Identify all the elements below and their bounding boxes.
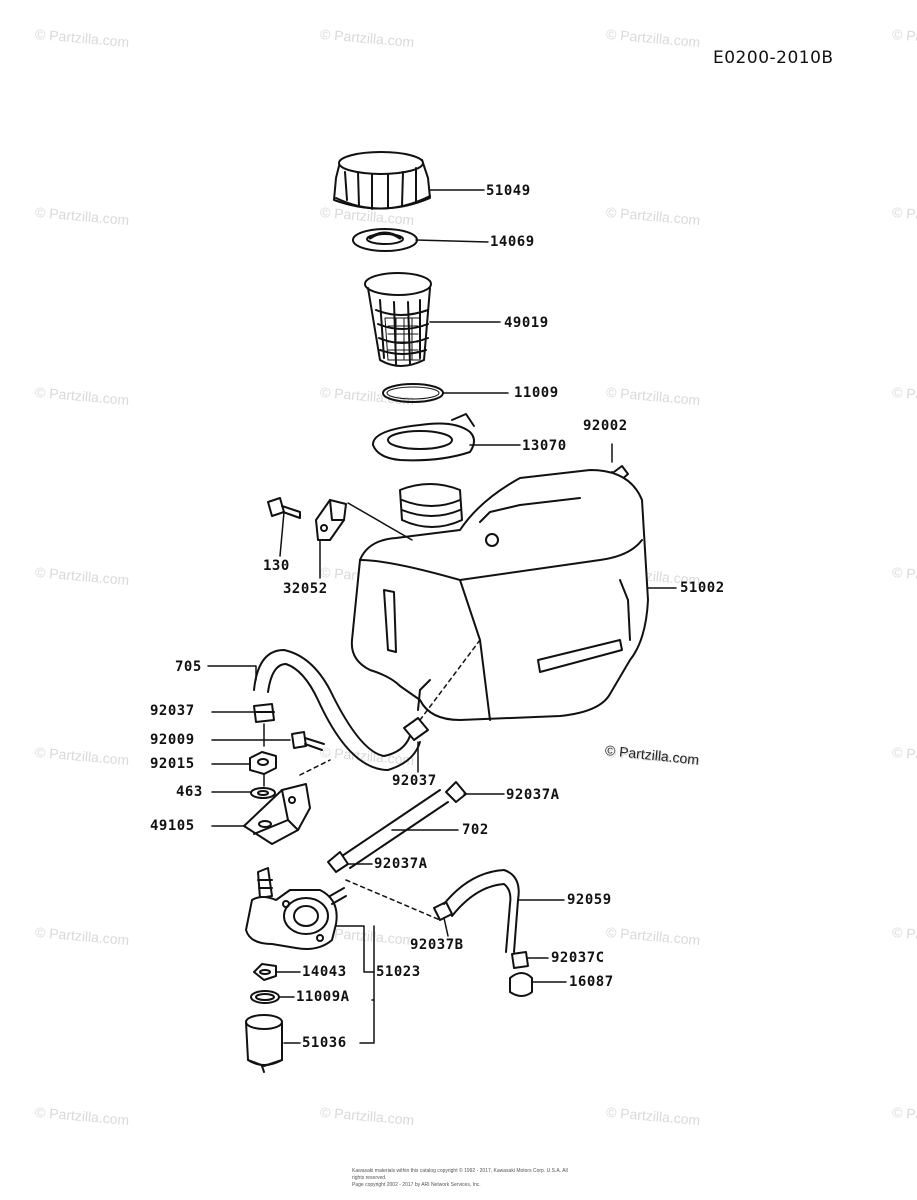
hose-92059-part[interactable]	[443, 869, 520, 953]
part-label-92002[interactable]: 92002	[583, 418, 628, 434]
footer-line-2: Page copyright 2002 - 2017 by ARI Networ…	[352, 1182, 481, 1188]
part-label-92037A-upper[interactable]: 92037A	[506, 787, 560, 803]
part-label-51002[interactable]: 51002	[680, 580, 725, 596]
part-label-11009A[interactable]: 11009A	[296, 989, 350, 1005]
part-label-463[interactable]: 463	[176, 784, 203, 800]
part-label-51049[interactable]: 51049	[486, 183, 531, 199]
cap-gasket-part[interactable]	[352, 228, 418, 252]
part-label-92009[interactable]: 92009	[150, 732, 195, 748]
washer-463-part[interactable]	[250, 787, 276, 799]
part-label-92059[interactable]: 92059	[567, 892, 612, 908]
nut-92015-part[interactable]	[249, 751, 277, 775]
filter-cup-51036-part[interactable]	[245, 1014, 283, 1073]
fuel-tank-part[interactable]	[350, 469, 649, 721]
part-label-702[interactable]: 702	[462, 822, 489, 838]
part-label-92015[interactable]: 92015	[150, 756, 195, 772]
fuel-cap-part[interactable]	[333, 151, 431, 210]
fuel-strainer-part[interactable]	[364, 272, 432, 367]
bracket-32052-part[interactable]	[315, 499, 347, 541]
part-label-92037B[interactable]: 92037B	[410, 937, 464, 953]
part-label-92037-tank[interactable]: 92037	[392, 773, 437, 789]
part-label-92037-upper[interactable]: 92037	[150, 703, 195, 719]
part-label-51036[interactable]: 51036	[302, 1035, 347, 1051]
footer-copyright: Kawasaki materials within this catalog c…	[352, 1168, 572, 1189]
part-label-16087[interactable]: 16087	[569, 974, 614, 990]
cap-16087-part[interactable]	[509, 972, 533, 997]
hose-702-part[interactable]	[341, 789, 449, 869]
hose-705-part[interactable]	[253, 649, 421, 771]
part-label-32052[interactable]: 32052	[283, 581, 328, 597]
gasket-14043-part[interactable]	[253, 963, 277, 981]
bolt-92009-part[interactable]	[291, 731, 325, 751]
part-label-92037A-lower[interactable]: 92037A	[374, 856, 428, 872]
part-label-92037C[interactable]: 92037C	[551, 950, 605, 966]
diagram-code: E0200-2010B	[713, 48, 834, 68]
clamp-92037B-part[interactable]	[433, 901, 453, 921]
part-label-13070[interactable]: 13070	[522, 438, 567, 454]
part-label-49019[interactable]: 49019	[504, 315, 549, 331]
part-label-51023[interactable]: 51023	[376, 964, 421, 980]
fuel-pump-part[interactable]	[245, 867, 347, 950]
part-label-14069[interactable]: 14069	[490, 234, 535, 250]
o-ring-part[interactable]	[382, 383, 444, 403]
o-ring-11009A-part[interactable]	[250, 990, 280, 1004]
clamp-92037A-upper-part[interactable]	[445, 781, 467, 803]
part-label-14043[interactable]: 14043	[302, 964, 347, 980]
clamp-92037C-part[interactable]	[511, 951, 529, 969]
part-label-49105[interactable]: 49105	[150, 818, 195, 834]
part-label-11009[interactable]: 11009	[514, 385, 559, 401]
leader-lines	[207, 189, 677, 1044]
footer-line-1: Kawasaki materials within this catalog c…	[352, 1168, 568, 1181]
filler-neck-part[interactable]	[372, 413, 475, 462]
part-label-705[interactable]: 705	[175, 659, 202, 675]
part-label-130[interactable]: 130	[263, 558, 290, 574]
clamp-92037-upper-part[interactable]	[253, 703, 275, 723]
bracket-49105-part[interactable]	[243, 783, 311, 845]
clamp-92037-tank-part[interactable]	[403, 717, 429, 741]
